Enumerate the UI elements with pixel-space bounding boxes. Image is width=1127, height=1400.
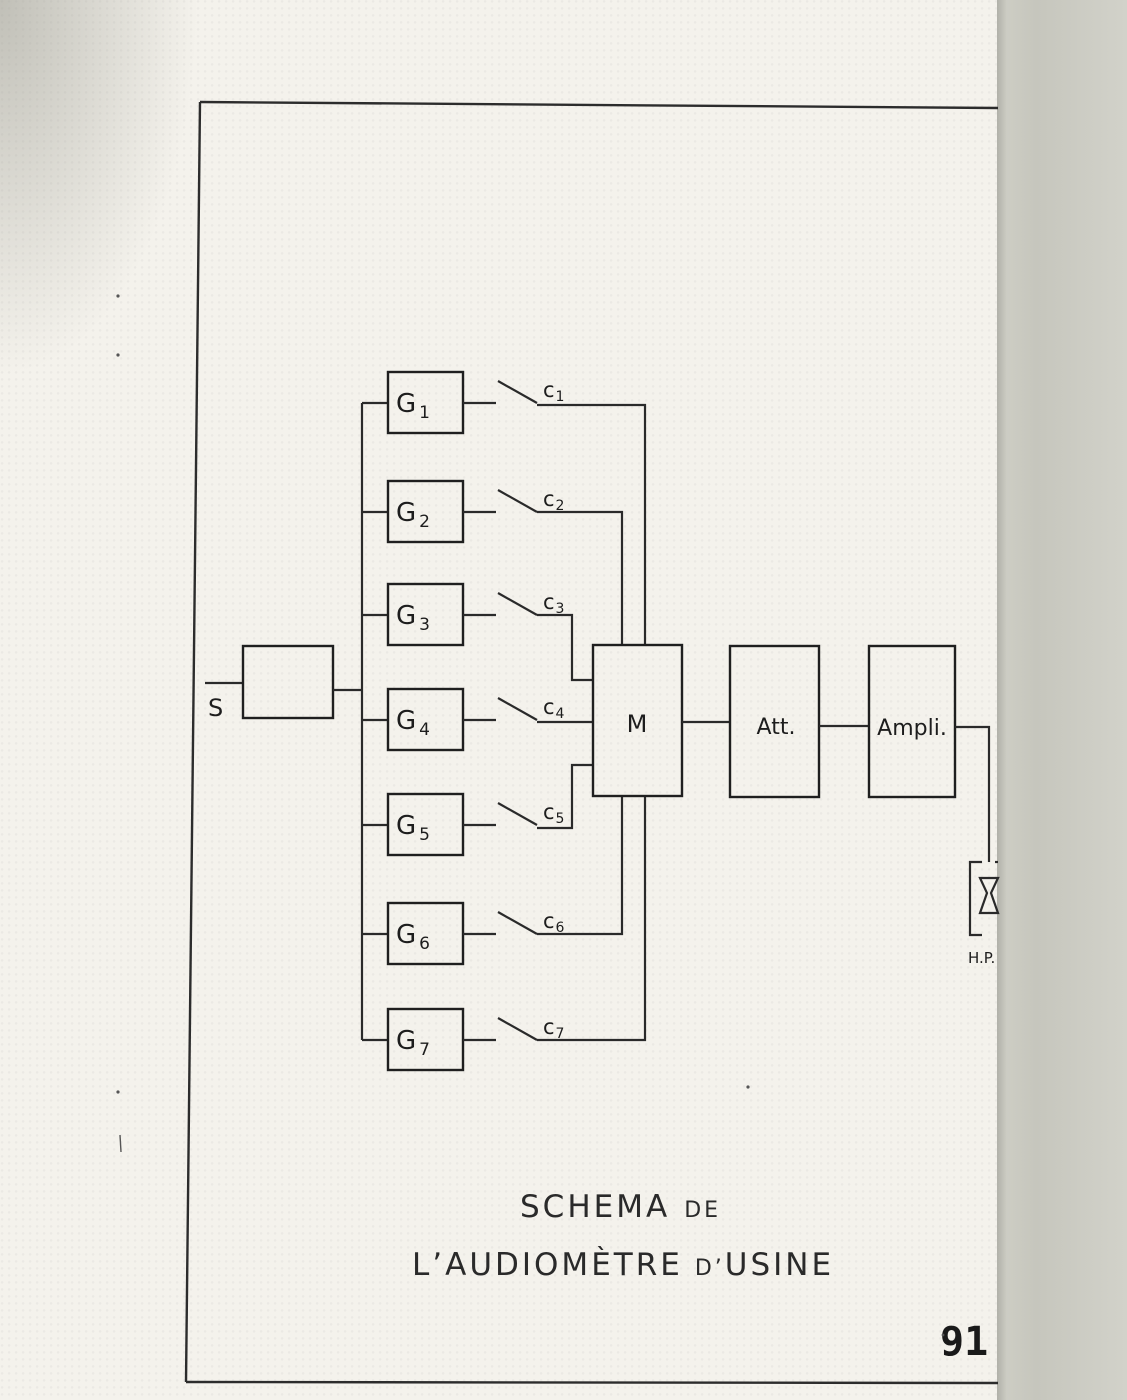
switch-label: c3	[543, 590, 564, 617]
switch-label: c2	[543, 487, 564, 514]
mixer-label: M	[627, 710, 648, 738]
source-box	[241, 644, 335, 720]
page-number: 91	[940, 1319, 988, 1365]
switch-label: c6	[543, 909, 565, 936]
switch-blade	[497, 489, 538, 513]
attenuator-box	[728, 644, 821, 799]
switch-blade	[497, 697, 538, 721]
page-edge-shadow	[997, 0, 1007, 1400]
switch-label: c1	[543, 378, 564, 405]
switch-return-wire	[537, 403, 647, 645]
amplifier-box	[867, 644, 957, 799]
switch-blade	[497, 380, 538, 404]
switch-label: c4	[543, 695, 565, 722]
speaker-icon	[968, 860, 1000, 937]
switch-return-wire	[537, 510, 624, 645]
switch-blade	[497, 592, 538, 616]
switch-label: c5	[543, 800, 564, 827]
switch-return-wire	[537, 796, 624, 936]
frame-top	[199, 100, 999, 110]
frame-left	[184, 101, 202, 1383]
switch-return-wire	[537, 613, 593, 682]
switch-label: c7	[543, 1015, 564, 1042]
switch-blade	[497, 802, 538, 826]
scan-specks	[116, 294, 945, 1337]
mixer-box	[591, 643, 684, 798]
switch-blade	[497, 911, 538, 935]
attenuator-label: Att.	[757, 715, 796, 740]
switch-blade	[497, 1017, 538, 1041]
amplifier-label: Ampli.	[877, 716, 947, 741]
input-label: S	[208, 694, 223, 722]
scan-shadow	[0, 0, 200, 380]
frame-bottom	[185, 1380, 999, 1385]
ampli-to-speaker-wire	[955, 725, 991, 862]
switch-return-wire	[537, 796, 647, 1042]
switch-return-wire	[537, 763, 593, 830]
page-edge-strip	[997, 0, 1127, 1400]
speaker-label: H.P.	[968, 949, 995, 967]
